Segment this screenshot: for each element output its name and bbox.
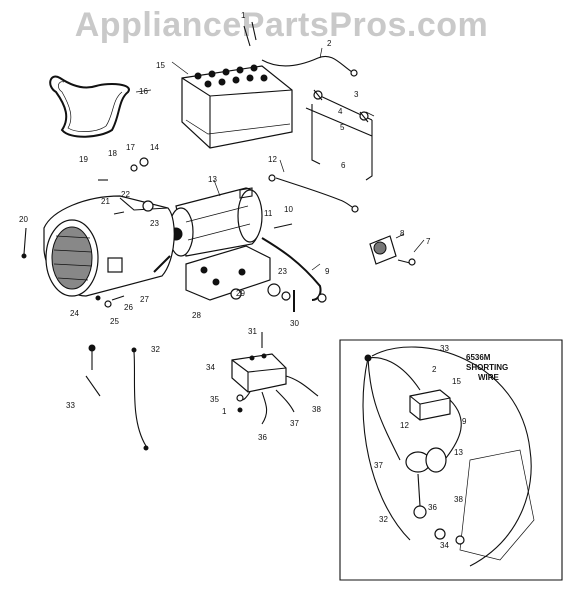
inset-label-12: 12 [400,421,409,430]
callout-25: 25 [110,317,119,326]
callout-27: 27 [140,295,149,304]
callout-29: 29 [236,289,245,298]
callout-3: 3 [354,90,359,99]
callout-34: 34 [206,363,215,372]
callout-15: 15 [156,61,165,70]
callout-33: 33 [66,401,75,410]
inset-label-32: 32 [379,515,388,524]
inset-label-13: 13 [454,448,463,457]
callout-28: 28 [192,311,201,320]
callout-16: 16 [139,87,148,96]
callout-10: 10 [284,205,293,214]
voltage-regulator-part[interactable] [231,353,287,393]
callout-1b: 1 [222,407,227,416]
callout-17: 17 [126,143,135,152]
inset-label-38: 38 [454,495,463,504]
callout-6: 6 [341,161,346,170]
ignition-switch-part[interactable] [369,235,416,266]
inset-title-3: WIRE [478,373,500,382]
callout-24: 24 [70,309,79,318]
callout-30: 30 [290,319,299,328]
callout-37: 37 [290,419,299,428]
belt-part[interactable] [49,75,130,138]
callout-4: 4 [338,107,343,116]
inset-label-33: 33 [440,344,449,353]
inset-label-9: 9 [462,417,467,426]
callout-8: 8 [400,229,405,238]
callout-13: 13 [208,175,217,184]
watermark: AppliancePartsPros.com [74,6,489,44]
belt-guard-part[interactable] [43,195,175,297]
callout-20: 20 [19,215,28,224]
battery-part[interactable] [181,64,293,149]
callout-36: 36 [258,433,267,442]
callout-35: 35 [210,395,219,404]
inset-label-36: 36 [428,503,437,512]
starter-generator-part[interactable] [168,187,263,257]
inset-label-37: 37 [374,461,383,470]
callout-38: 38 [312,405,321,414]
inset-label-2: 2 [432,365,437,374]
callout-31: 31 [248,327,257,336]
callout-2: 2 [327,39,332,48]
callout-9: 9 [325,267,330,276]
inset-title-1: 6536M [466,353,491,362]
callout-1: 1 [241,11,246,20]
callout-21: 21 [101,197,110,206]
callout-23a: 23 [150,219,159,228]
callout-26: 26 [124,303,133,312]
callout-5: 5 [340,123,345,132]
callout-18: 18 [108,149,117,158]
mounting-bracket-part[interactable] [185,245,271,301]
callout-19: 19 [79,155,88,164]
battery-bracket-part[interactable] [305,89,373,181]
callout-11: 11 [264,209,273,218]
wiring-inset [339,339,563,581]
callout-23b: 23 [278,267,287,276]
inset-title-2: SHORTING [466,363,508,372]
callout-22: 22 [121,190,130,199]
callout-14: 14 [150,143,159,152]
callout-7: 7 [426,237,431,246]
callout-12: 12 [268,155,277,164]
callout-32: 32 [151,345,160,354]
inset-label-15: 15 [452,377,461,386]
inset-label-34: 34 [440,541,449,550]
